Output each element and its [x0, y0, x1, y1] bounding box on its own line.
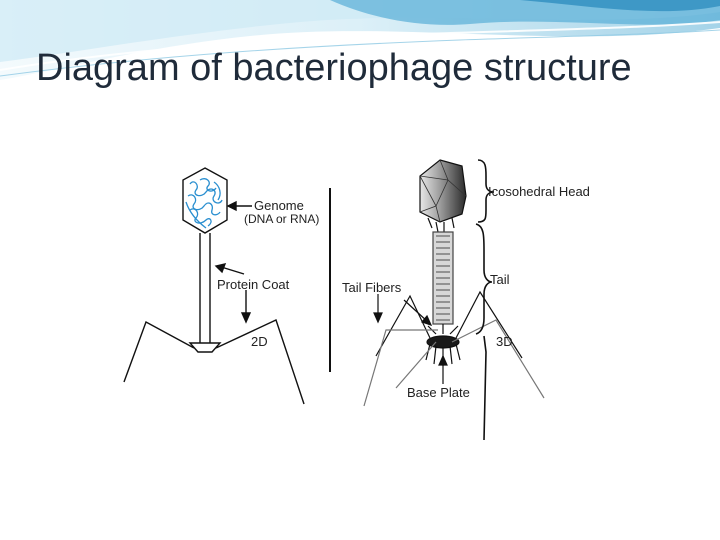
- diagram-3d: [363, 159, 545, 441]
- phage-2d-head: [182, 167, 228, 234]
- brace-tail: [475, 223, 493, 335]
- arrow-tail-fibers: [373, 294, 383, 324]
- label-tail-fibers: Tail Fibers: [342, 280, 402, 295]
- label-2d: 2D: [251, 334, 268, 349]
- arrow-base-plate: [438, 354, 448, 384]
- arrow-tail-fibers-2: [403, 299, 433, 326]
- phage-3d-fiber-b: [455, 290, 523, 359]
- phage-3d-fiber-c: [395, 341, 437, 389]
- header-banner: [0, 0, 720, 80]
- label-3d: 3D: [496, 334, 513, 349]
- phage-3d-fiber-a: [375, 294, 431, 357]
- phage-2d-fiber-right: [215, 319, 305, 405]
- bracket-3d-right: [483, 335, 487, 441]
- label-icosohedral-head: Icosohedral Head: [488, 184, 590, 199]
- phage-3d-fiber-e: [363, 329, 438, 407]
- brace-head: [477, 159, 495, 223]
- phage-3d-head: [419, 159, 467, 233]
- diagram-2d: [123, 167, 305, 405]
- phage-3d-tail: [432, 231, 454, 325]
- phage-3d-fiber-d: [451, 319, 545, 399]
- slide-title: Diagram of bacteriophage structure: [36, 47, 632, 89]
- arrow-2d-down: [240, 290, 252, 324]
- label-tail: Tail: [490, 272, 510, 287]
- label-genome: Genome: [254, 198, 304, 213]
- phage-2d-base: [188, 342, 222, 353]
- label-base-plate: Base Plate: [407, 385, 470, 400]
- phage-2d-tail: [199, 233, 211, 343]
- labels-3d: Icosohedral Head Tail Tail Fibers Base P…: [342, 184, 590, 400]
- phage-2d-fiber-left: [123, 320, 195, 383]
- label-protein-coat: Protein Coat: [217, 277, 290, 292]
- arrow-protein-coat: [214, 263, 245, 275]
- arrow-genome: [226, 200, 252, 212]
- label-genome-sub: (DNA or RNA): [244, 212, 319, 226]
- genome-squiggle: [185, 178, 223, 229]
- labels-2d: Genome (DNA or RNA) Protein Coat 2D: [217, 198, 319, 349]
